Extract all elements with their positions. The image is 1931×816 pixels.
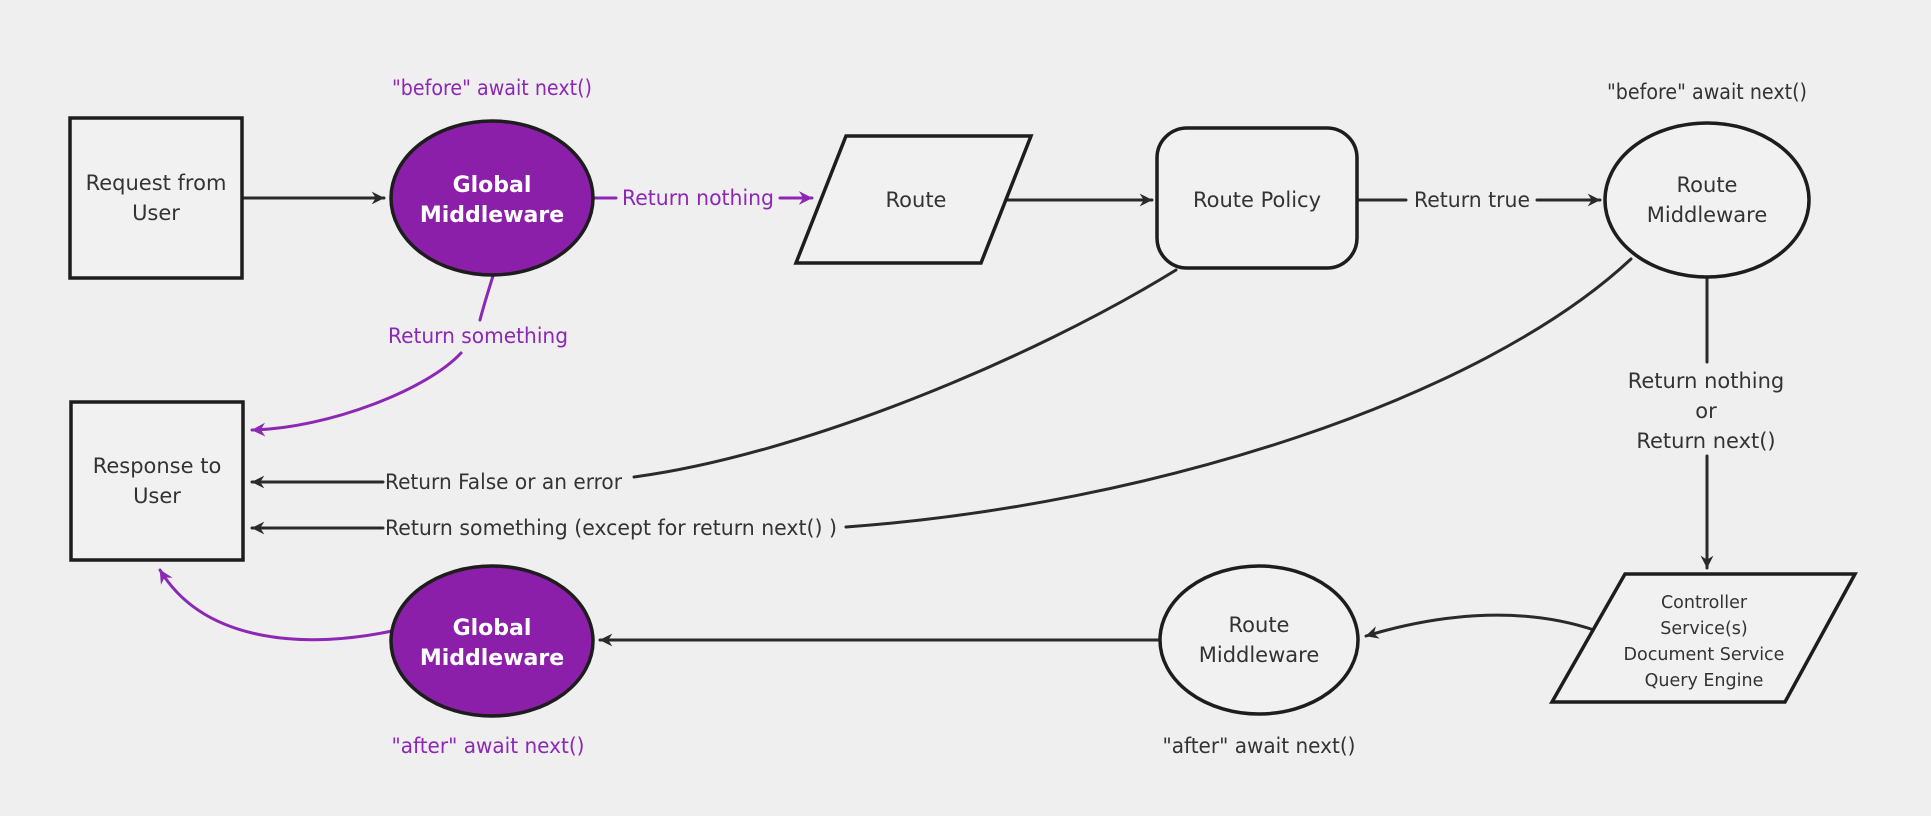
label-return-nothing: Return nothing <box>622 186 774 210</box>
route-middleware-top-ellipse <box>1603 121 1811 279</box>
svg-text:Document Service: Document Service <box>1624 645 1785 665</box>
svg-text:Middleware: Middleware <box>1647 203 1768 227</box>
node-route-middleware-bottom: Route Middleware <box>1158 564 1360 716</box>
svg-text:Route: Route <box>886 188 947 212</box>
route-parallelogram <box>793 134 1034 265</box>
label-return-something: Return something <box>388 324 568 348</box>
node-global-middleware-bottom: Global Middleware <box>389 564 595 718</box>
svg-text:Controller: Controller <box>1661 593 1748 613</box>
edges <box>158 191 1714 647</box>
label-return-nothing-or-next: Return nothing or Return next() <box>1628 369 1785 453</box>
label-return-something-except: Return something (except for return next… <box>385 516 837 540</box>
edge-return-something-except-curve <box>844 257 1633 529</box>
node-route: Route <box>793 134 1034 265</box>
svg-text:Route Policy: Route Policy <box>1193 188 1321 212</box>
edge-return-something-segment1 <box>478 274 495 322</box>
label-after-await-left: "after" await next() <box>392 734 585 758</box>
svg-text:Query Engine: Query Engine <box>1645 671 1764 691</box>
svg-text:Middleware: Middleware <box>1199 643 1320 667</box>
svg-text:Return nothing: Return nothing <box>1628 369 1785 393</box>
edge-return-something-segment2 <box>250 351 463 437</box>
node-controller-services: Controller Service(s) Document Service Q… <box>1548 572 1858 704</box>
svg-text:Middleware: Middleware <box>420 646 564 671</box>
label-return-true: Return true <box>1414 188 1530 212</box>
label-after-await-right: "after" await next() <box>1163 734 1356 758</box>
controller-parallelogram <box>1548 572 1858 704</box>
request-box <box>68 116 244 280</box>
node-global-middleware-top: Global Middleware <box>389 119 595 277</box>
edge-labels: "before" await next() Return nothing Ret… <box>385 76 1807 758</box>
label-before-await-top-right: "before" await next() <box>1607 80 1807 104</box>
node-response-to-user: Response to User <box>69 400 245 562</box>
svg-text:or: or <box>1695 399 1717 423</box>
global-middleware-top-ellipse <box>389 119 595 277</box>
svg-text:Route: Route <box>1229 613 1290 637</box>
svg-text:Middleware: Middleware <box>420 203 564 228</box>
label-return-false-or-error: Return False or an error <box>385 470 622 494</box>
edge-controller-to-route-middleware <box>1364 613 1596 639</box>
node-request-from-user: Request from User <box>68 116 244 280</box>
edge-global-to-response <box>158 568 394 642</box>
svg-text:Response to: Response to <box>93 454 222 478</box>
svg-text:Global: Global <box>453 616 532 641</box>
svg-text:User: User <box>132 201 180 225</box>
node-route-policy: Route Policy <box>1155 126 1359 270</box>
global-middleware-bottom-ellipse <box>389 564 595 718</box>
svg-text:Request from: Request from <box>86 171 227 195</box>
svg-text:Route: Route <box>1677 173 1738 197</box>
edge-return-false-curve <box>632 268 1178 479</box>
svg-text:Service(s): Service(s) <box>1660 619 1747 639</box>
svg-text:Global: Global <box>453 173 532 198</box>
node-route-middleware-top: Route Middleware <box>1603 121 1811 279</box>
svg-text:Return next(): Return next() <box>1636 429 1775 453</box>
response-box <box>69 400 245 562</box>
label-before-await-top-left: "before" await next() <box>392 76 592 100</box>
route-policy-box <box>1155 126 1359 270</box>
route-middleware-bottom-ellipse <box>1158 564 1360 716</box>
svg-text:User: User <box>133 484 181 508</box>
